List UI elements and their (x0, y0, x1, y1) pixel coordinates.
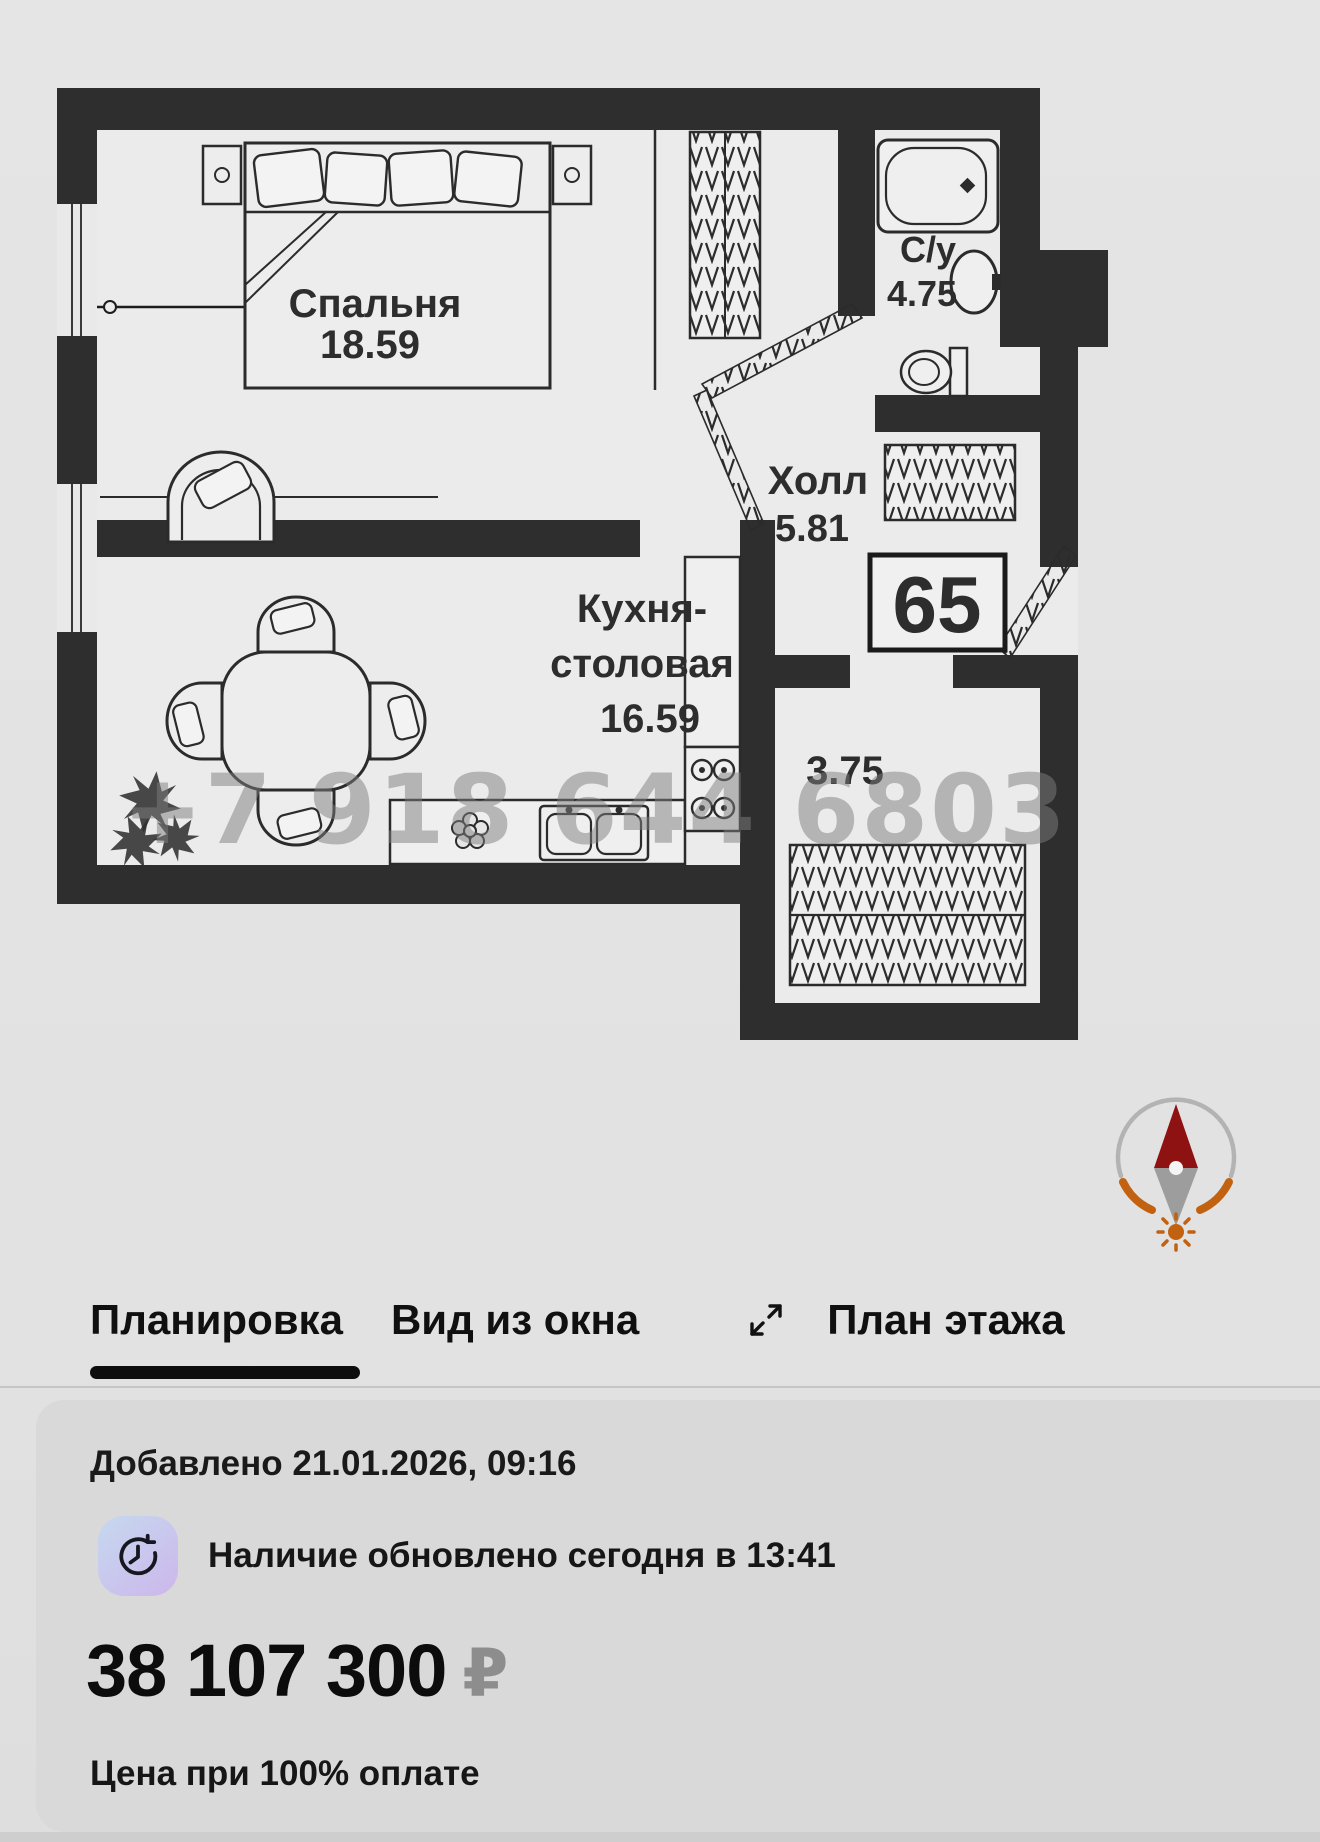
expand-icon (750, 1304, 782, 1336)
floor-plan-image: 65 Спальня 18.59 Кухня- столовая 16.59 С… (57, 88, 1237, 1252)
room-label-kitchen-2: столовая (550, 642, 734, 686)
dining-table (165, 595, 427, 847)
price-note: Цена при 100% оплате (90, 1754, 480, 1793)
wardrobe-hall (883, 443, 1017, 522)
added-date-text: Добавлено 21.01.2026, 09:16 (90, 1444, 577, 1483)
bathtub (876, 138, 1000, 234)
room-area-hall: 5.81 (775, 508, 849, 550)
window-bedroom (57, 196, 97, 344)
availability-text: Наличие обновлено сегодня в 13:41 (208, 1536, 836, 1575)
room-area-kitchen: 16.59 (600, 697, 700, 741)
apartment-number: 65 (893, 560, 982, 649)
price-card: Добавлено 21.01.2026, 09:16 Наличие обно… (36, 1400, 1320, 1832)
room-label-bathroom: С/у (900, 229, 956, 270)
expand-button[interactable] (743, 1297, 789, 1343)
armchair (166, 450, 276, 544)
tab-bar: Планировка Вид из окна План этажа (90, 1288, 1065, 1352)
bed (201, 141, 593, 390)
tab-layout[interactable]: Планировка (90, 1296, 343, 1343)
kitchen-sink (538, 804, 650, 862)
sink-flower-icon (451, 812, 489, 849)
toilet (899, 346, 969, 398)
price-row: 38 107 300 ₽ (86, 1628, 508, 1713)
phone-watermark: +7 918 644 6803 (122, 754, 1067, 866)
bottom-edge (0, 1832, 1320, 1842)
door-leaves (692, 302, 1078, 660)
clock-refresh-icon (119, 1533, 158, 1576)
wardrobe-corridor (788, 843, 1027, 987)
walls (57, 88, 1108, 1040)
room-area-bathroom: 4.75 (887, 273, 957, 314)
room-label-kitchen-1: Кухня- (577, 587, 707, 631)
price-value: 38 107 300 (86, 1629, 447, 1712)
apartment-number-box: 65 (867, 552, 1008, 653)
room-label-bedroom: Спальня (289, 282, 462, 326)
washbasin (949, 249, 1001, 315)
wardrobe-bedroom (688, 130, 762, 340)
ruble-sign: ₽ (462, 1636, 509, 1710)
availability-updated-icon (98, 1516, 178, 1596)
room-area-bedroom: 18.59 (320, 323, 420, 367)
tab-floor-plan[interactable]: План этажа (827, 1296, 1065, 1343)
room-area-corridor: 3.75 (806, 749, 884, 793)
tab-window-view[interactable]: Вид из окна (390, 1296, 640, 1343)
room-label-hall: Холл (768, 459, 868, 503)
kitchen-counter (388, 555, 742, 866)
stove (683, 745, 742, 833)
compass-icon (1115, 1097, 1237, 1252)
active-tab-underline (90, 1366, 360, 1379)
availability-row: Наличие обновлено сегодня в 13:41 (98, 1516, 836, 1596)
tab-divider (0, 1386, 1320, 1388)
window-kitchen (57, 476, 97, 640)
